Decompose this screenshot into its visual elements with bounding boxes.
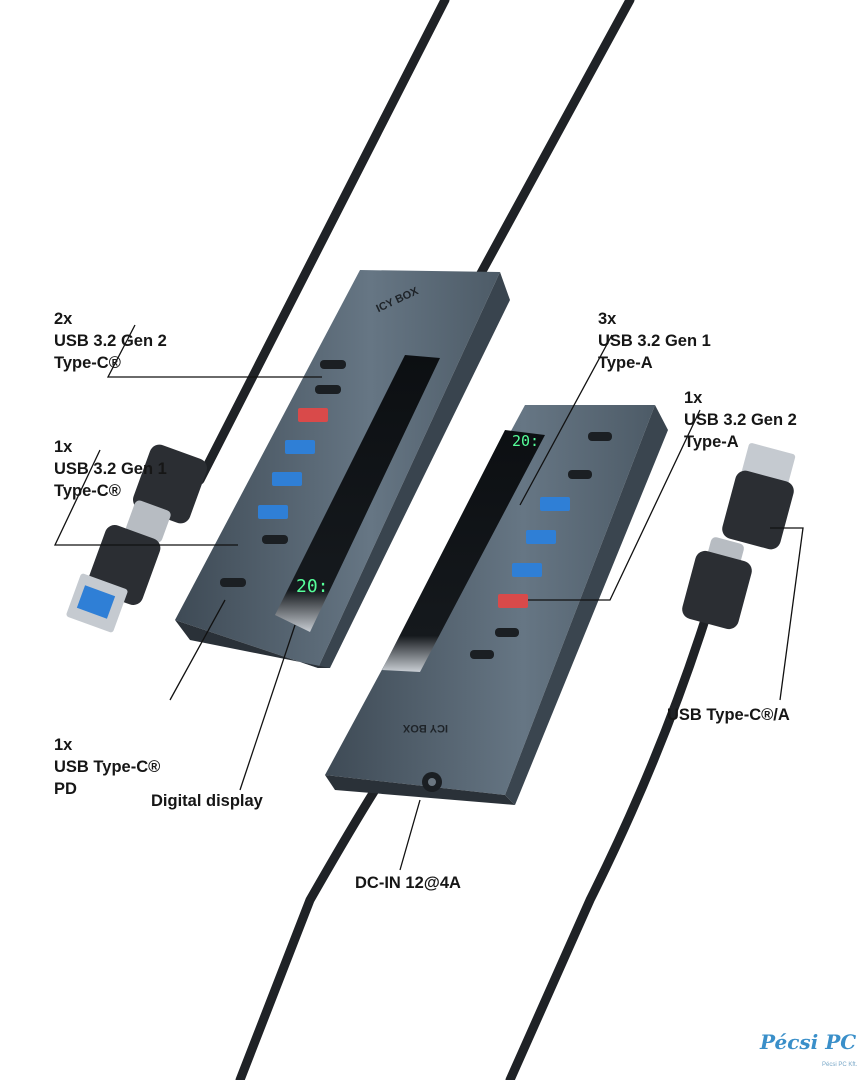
- svg-text:20:: 20:: [512, 432, 539, 450]
- right-hub-glass-strip: [382, 430, 545, 672]
- label-display: Digital display: [151, 792, 263, 810]
- leader-usbc-gen2: [106, 324, 322, 378]
- right-hub: 20: ICY BOX: [325, 405, 668, 805]
- right-adapter: [682, 443, 796, 630]
- label-cable: USB Type-C®/A: [667, 706, 790, 724]
- cables: [195, 0, 710, 1080]
- cable-usb-c-a: [505, 615, 710, 1080]
- leader-display: [239, 624, 296, 791]
- watermark-logo: Pécsi PC: [760, 1030, 857, 1054]
- left-hub-display: 20:: [296, 576, 329, 597]
- leader-cable: [770, 527, 804, 701]
- left-adapter: [66, 444, 208, 633]
- left-hub: 20: ICY BOX: [175, 270, 510, 668]
- leader-dc: [399, 799, 421, 871]
- watermark-sub: Pécsi PC Kft.: [822, 1062, 858, 1068]
- cable-right-hub-top: [475, 0, 635, 280]
- leader-usba-gen2: [528, 409, 701, 601]
- cable-dc: [235, 785, 380, 1080]
- leader-lines: [53, 324, 804, 871]
- cable-left-hub-top: [195, 0, 450, 485]
- svg-text:ICY BOX: ICY BOX: [402, 722, 448, 734]
- label-dc-in: DC-IN 12@4A: [355, 874, 461, 892]
- left-hub-glass-strip: [275, 355, 440, 632]
- leader-usbc-gen1: [53, 449, 238, 546]
- leader-usbc-pd: [169, 599, 226, 701]
- leader-usba-gen1: [519, 334, 613, 506]
